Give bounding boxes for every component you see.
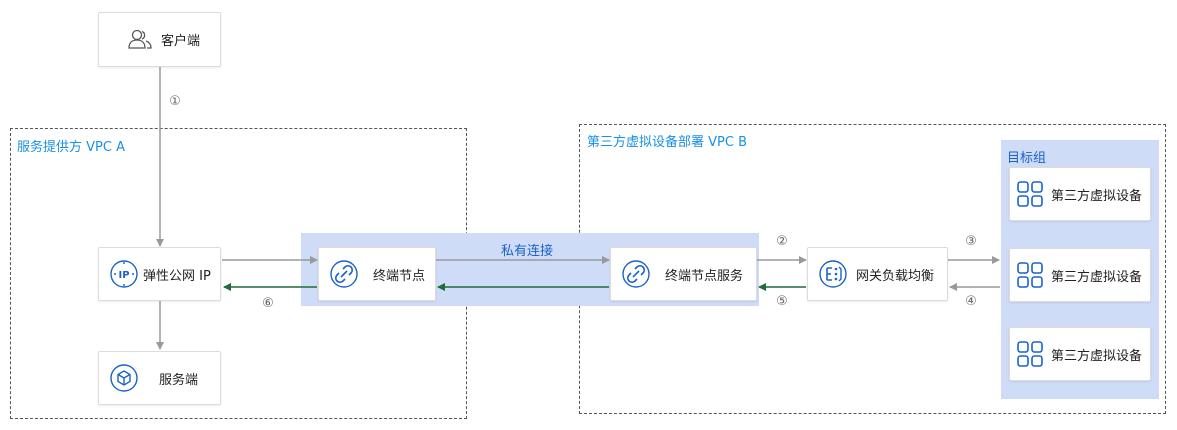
target-device-node[interactable]: 第三方虚拟设备 bbox=[1009, 327, 1151, 381]
endpoint-label: 终端节点 bbox=[373, 268, 426, 284]
step-4-label: ④ bbox=[965, 294, 977, 309]
grid-icon bbox=[1015, 339, 1045, 369]
gwlb-label: 网关负载均衡 bbox=[856, 268, 935, 284]
step-3-label: ③ bbox=[965, 234, 977, 249]
gateway-lb-icon bbox=[818, 259, 848, 289]
eip-node[interactable]: IP 弹性公网 IP bbox=[98, 247, 221, 301]
client-node[interactable]: 客户端 bbox=[98, 12, 221, 67]
server-label: 服务端 bbox=[159, 372, 199, 388]
ip-icon: IP bbox=[109, 259, 139, 289]
private-link-label: 私有连接 bbox=[501, 244, 554, 259]
eip-label: 弹性公网 IP bbox=[143, 268, 211, 284]
client-label: 客户端 bbox=[161, 34, 201, 49]
grid-icon bbox=[1015, 179, 1045, 209]
step-2-label: ② bbox=[776, 234, 788, 249]
target-device-label: 第三方虚拟设备 bbox=[1051, 188, 1143, 204]
server-node[interactable]: 服务端 bbox=[98, 351, 221, 405]
private-link-band bbox=[468, 233, 579, 306]
vpc-a-title: 服务提供方 VPC A bbox=[17, 140, 125, 155]
step-5-label: ⑤ bbox=[776, 294, 788, 309]
target-device-label: 第三方虚拟设备 bbox=[1051, 348, 1143, 364]
endpoint-service-node[interactable]: 终端节点服务 bbox=[610, 247, 757, 301]
target-group-title: 目标组 bbox=[1007, 151, 1047, 166]
target-device-label: 第三方虚拟设备 bbox=[1051, 269, 1143, 285]
vpc-b-title: 第三方虚拟设备部署 VPC B bbox=[587, 135, 747, 150]
endpoint-node[interactable]: 终端节点 bbox=[318, 247, 436, 301]
target-device-node[interactable]: 第三方虚拟设备 bbox=[1009, 167, 1151, 221]
users-icon bbox=[125, 25, 155, 55]
svg-text:IP: IP bbox=[118, 270, 129, 281]
step-1-label: ① bbox=[169, 94, 181, 109]
target-device-node[interactable]: 第三方虚拟设备 bbox=[1009, 248, 1151, 302]
gwlb-node[interactable]: 网关负载均衡 bbox=[807, 247, 948, 301]
link-icon bbox=[621, 259, 651, 289]
endpoint-service-label: 终端节点服务 bbox=[665, 268, 744, 284]
link-icon bbox=[329, 259, 359, 289]
grid-icon bbox=[1015, 260, 1045, 290]
step-6-label: ⑥ bbox=[262, 296, 274, 311]
cube-icon bbox=[109, 363, 139, 393]
